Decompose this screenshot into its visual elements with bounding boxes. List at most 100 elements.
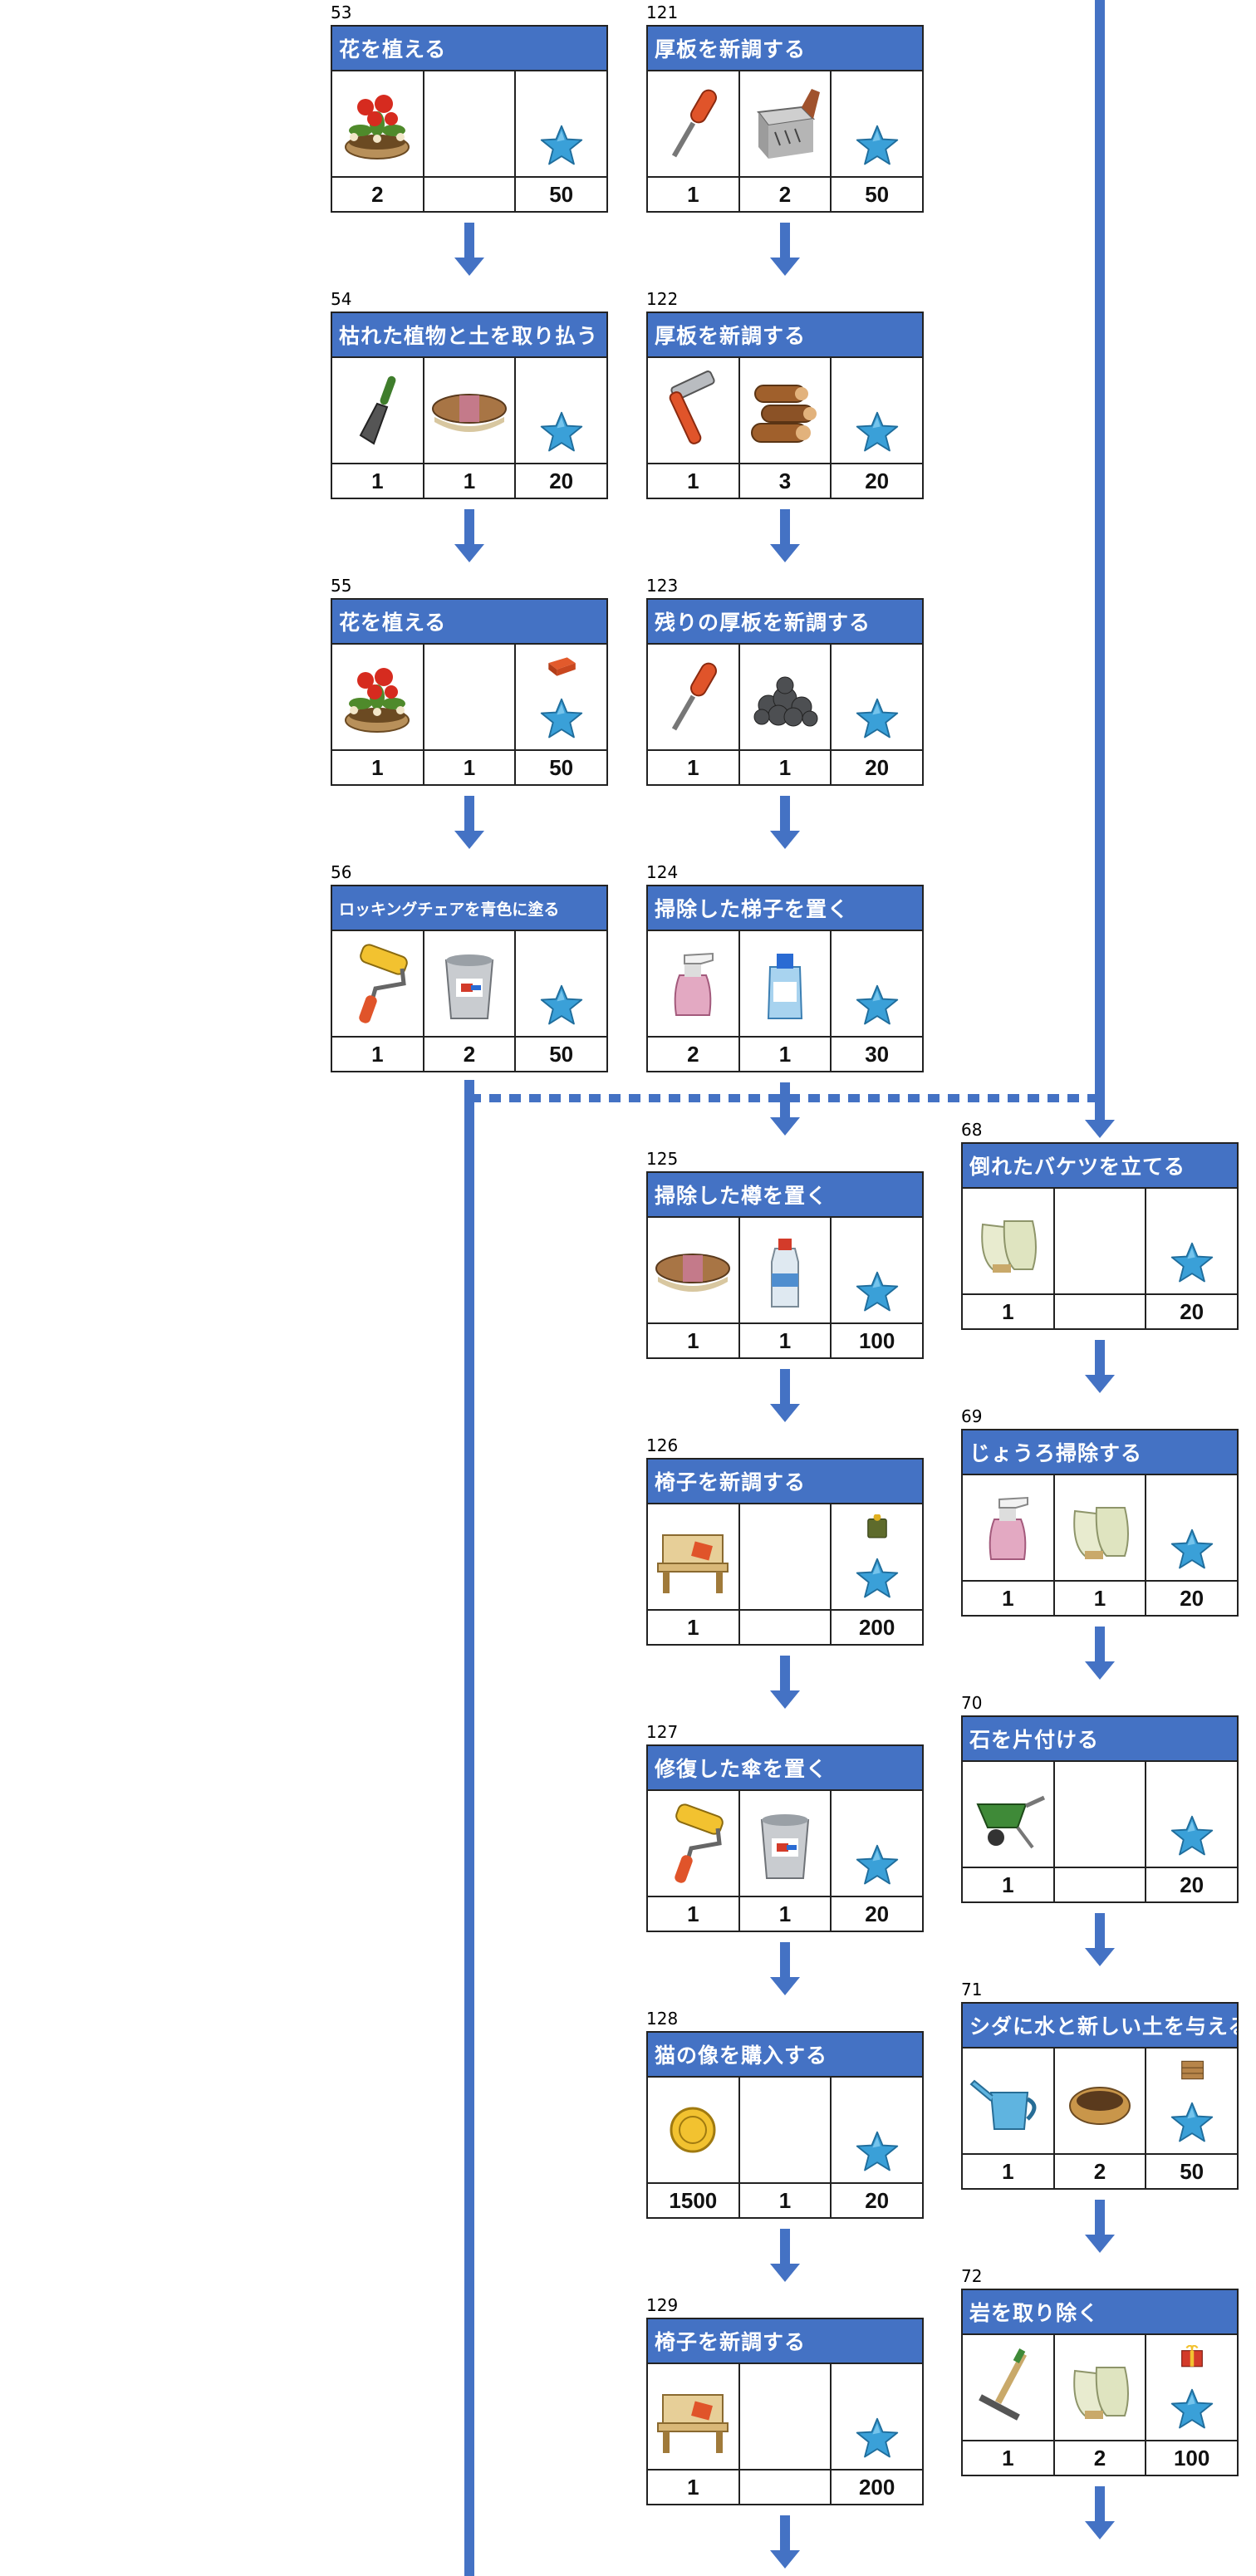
brush-icon [424,358,517,464]
empty-cell [424,645,517,751]
requirement-value: 1 [424,751,517,786]
requirement-value: 1 [648,2471,740,2505]
flow-arrow-head [770,831,800,849]
empty-cell [739,2364,832,2471]
task-number: 56 [331,862,352,882]
task-number: 53 [331,2,352,22]
empty-cell [1054,1189,1147,1295]
requirement-value: 50 [516,751,608,786]
requirement-value: 1 [1054,1582,1147,1617]
requirement-value: 1 [963,1868,1055,1903]
star-icon [832,1218,924,1324]
requirement-value: 100 [832,1324,924,1359]
can-star-icon [832,1504,924,1611]
star-icon [832,71,924,178]
requirement-value: 20 [832,1897,924,1932]
hammer-icon [648,358,740,464]
requirement-value: 20 [1146,1582,1239,1617]
requirement-value: 2 [1054,2441,1147,2476]
task-title: 猫の像を購入する [646,2031,924,2078]
task-title: 掃除した梯子を置く [646,885,924,931]
requirement-value: 1 [963,1582,1055,1617]
requirement-value: 1 [332,751,424,786]
flow-arrow-head [770,1690,800,1709]
requirement-value [739,1611,832,1646]
requirement-value: 1 [739,1038,832,1072]
water-bottle-icon [739,1218,832,1324]
flower-pot-icon [332,645,424,751]
task-number: 71 [961,1980,983,1999]
requirement-value: 20 [832,751,924,786]
requirement-value: 50 [832,178,924,213]
flow-arrow-head [770,2264,800,2282]
requirement-value: 2 [739,178,832,213]
requirement-value: 3 [739,464,832,499]
wheelbarrow-icon [963,1762,1055,1868]
task-title: 花を植える [331,598,608,645]
requirement-value: 2 [424,1038,517,1072]
requirement-value: 20 [1146,1295,1239,1330]
requirement-value: 2 [648,1038,740,1072]
task-number: 127 [646,1722,679,1742]
watering-can-icon [963,2049,1055,2155]
task-number: 129 [646,2295,679,2315]
detergent-bottle-icon [739,931,832,1038]
star-icon [832,645,924,751]
requirement-value: 1 [332,1038,424,1072]
task-number: 122 [646,289,679,309]
flow-arrow-head [770,1977,800,1995]
star-icon [832,2078,924,2184]
requirement-value: 200 [832,1611,924,1646]
trowel-icon [332,358,424,464]
task-title: 椅子を新調する [646,2318,924,2364]
task-number: 55 [331,576,352,596]
flow-arrow-head [454,831,484,849]
screwdriver-icon [648,645,740,751]
requirement-value: 1 [963,1295,1055,1330]
task-number: 54 [331,289,352,309]
requirement-value [1054,1295,1147,1330]
task-number: 123 [646,576,679,596]
star-icon [1146,1762,1239,1868]
requirement-value: 20 [832,2184,924,2219]
task-title: 掃除した樽を置く [646,1171,924,1218]
paint-roller-icon [648,1791,740,1897]
bench-icon [648,1504,740,1611]
task-number: 70 [961,1693,983,1713]
task-title: 椅子を新調する [646,1458,924,1504]
brick-star-icon [516,645,608,751]
task-number: 126 [646,1435,679,1455]
star-icon [516,931,608,1038]
star-icon [516,71,608,178]
flow-arrow-head [454,258,484,276]
requirement-value: 1 [648,464,740,499]
requirement-value [739,2471,832,2505]
requirement-value: 1 [648,1897,740,1932]
task-title: 花を植える [331,25,608,71]
requirement-value: 1 [739,2184,832,2219]
brush-icon [648,1218,740,1324]
requirement-value: 30 [832,1038,924,1072]
star-icon [1146,1475,1239,1582]
flow-arrow-head [454,544,484,562]
flow-arrow-head [770,2550,800,2569]
requirement-value: 1 [648,178,740,213]
flow-arrow-head [1085,1120,1115,1138]
empty-cell [739,2078,832,2184]
requirement-value: 1 [424,464,517,499]
task-title: シダに水と新しい土を与える [961,2002,1239,2049]
soil-pot-icon [1054,2049,1147,2155]
star-icon [832,931,924,1038]
requirement-value: 2 [1054,2155,1147,2190]
